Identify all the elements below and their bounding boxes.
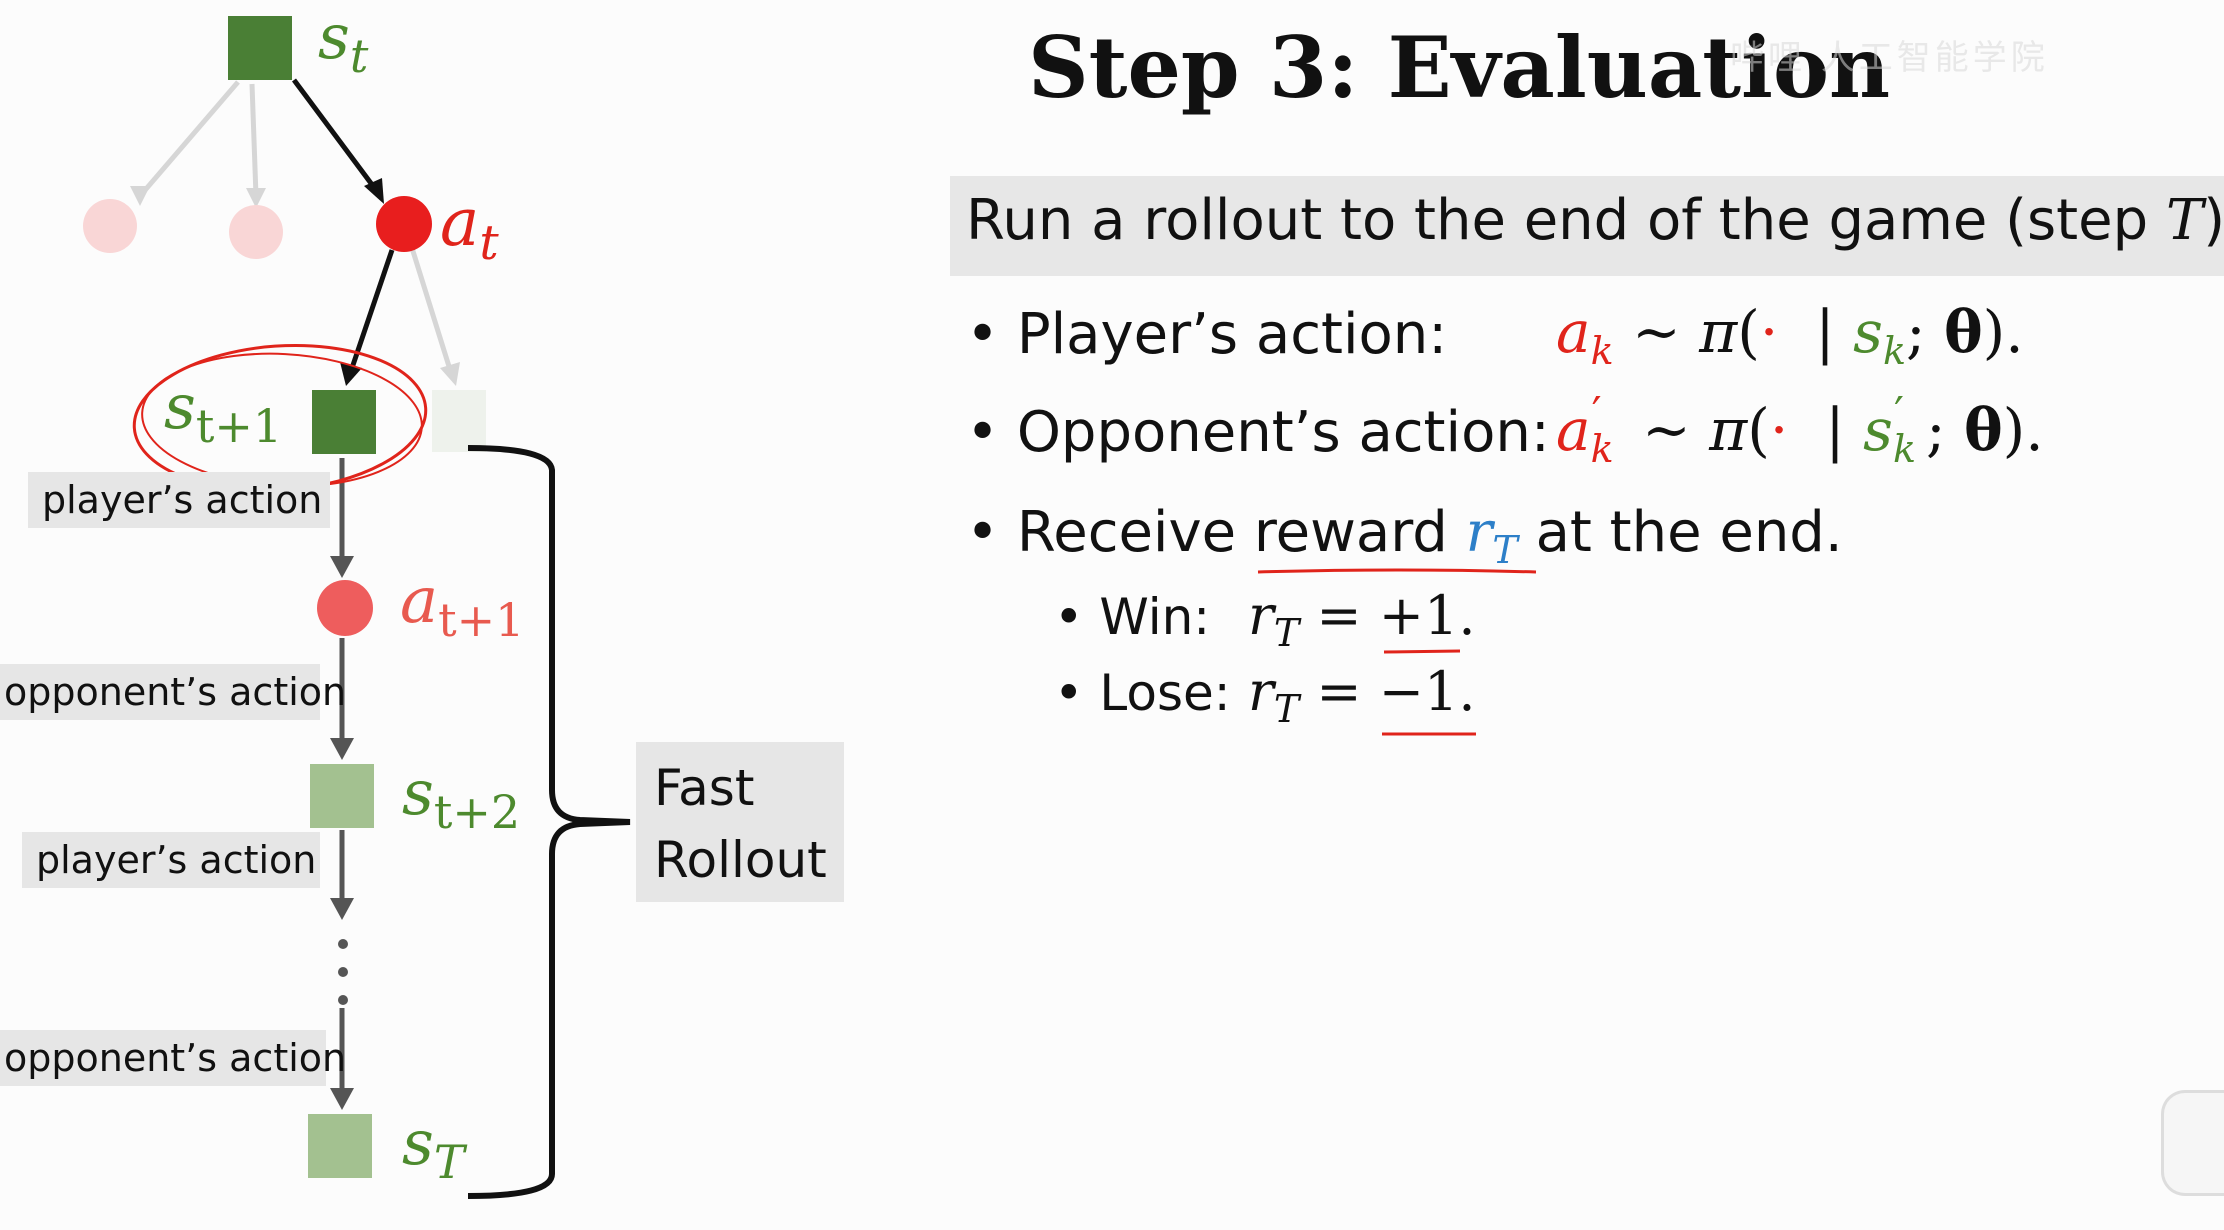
slide-title: Step 3: Evaluation <box>1028 18 1891 117</box>
ellipsis-dot <box>338 967 348 977</box>
edge-label-opponent-action: opponent’s action <box>0 1030 346 1086</box>
side-handle[interactable] <box>2161 1090 2224 1196</box>
label-a_t1: at+1 <box>400 564 525 647</box>
bullet-player-action: • Player’s action: <box>966 302 1447 367</box>
label-s_t2: st+2 <box>402 756 521 839</box>
bullet-label: Opponent’s action: <box>1016 400 1550 465</box>
label-s_t1: st+1 <box>164 370 283 453</box>
bullet-dot: • <box>966 302 1017 367</box>
lose-formula: rT = −1. <box>1248 660 1476 731</box>
label-s_T: sT <box>402 1106 465 1189</box>
node-a_t <box>376 196 432 252</box>
rollout-banner-text: Run a rollout to the end of the game (st… <box>966 188 2224 253</box>
ellipsis-dot <box>338 939 348 949</box>
fast-rollout-label: Fast Rollout <box>654 759 827 889</box>
fast-rollout-brace <box>467 445 631 1199</box>
node-s_T <box>308 1114 372 1178</box>
label-s_t: st <box>318 0 369 83</box>
bullet-dot: • <box>966 500 1017 565</box>
rollout-banner <box>950 176 2224 276</box>
edge-st-at <box>291 78 379 192</box>
node-faded-action <box>83 199 137 253</box>
reward-underline <box>1257 568 1537 574</box>
bullet-opponent-action: • Opponent’s action: <box>966 400 1550 465</box>
node-s_t2 <box>310 764 374 828</box>
sub-bullet-win: • Win: <box>1054 588 1211 646</box>
search-tree-diagram <box>83 16 631 1199</box>
edge-label-opponent-action: opponent’s action <box>0 664 346 720</box>
opponent-action-formula: ak′ ~ π(· | sk′; θ). <box>1556 388 2044 471</box>
node-faded-action <box>229 205 283 259</box>
bullet-receive-reward: • Receive reward rT at the end. <box>966 500 1843 572</box>
banner-var-T: T <box>2165 188 2204 253</box>
ellipsis-dot <box>338 995 348 1005</box>
edge-label-player-action: player’s action <box>28 472 330 528</box>
node-a_t1 <box>317 580 373 636</box>
faded-edge <box>249 83 259 197</box>
edge-label-player-action: player’s action <box>22 832 320 888</box>
node-faded-state <box>432 390 486 452</box>
label-a_t: at <box>440 184 499 271</box>
win-formula: rT = +1. <box>1248 584 1476 655</box>
faded-edge <box>409 247 455 377</box>
bullet-label: Player’s action: <box>1016 302 1448 367</box>
faded-edge <box>138 80 240 198</box>
node-s_t1 <box>312 390 376 454</box>
bullet-dot: • <box>966 400 1017 465</box>
fast-rollout-box <box>636 742 844 902</box>
player-action-formula: ak ~ π(· | sk; θ). <box>1556 298 2024 373</box>
node-s_t <box>228 16 292 80</box>
sub-bullet-lose: • Lose: <box>1054 664 1231 722</box>
watermark: 哔哩 人工智能学院 <box>1730 38 2049 78</box>
edge-at-st1 <box>349 249 395 369</box>
win-value-underline <box>1383 649 1461 654</box>
